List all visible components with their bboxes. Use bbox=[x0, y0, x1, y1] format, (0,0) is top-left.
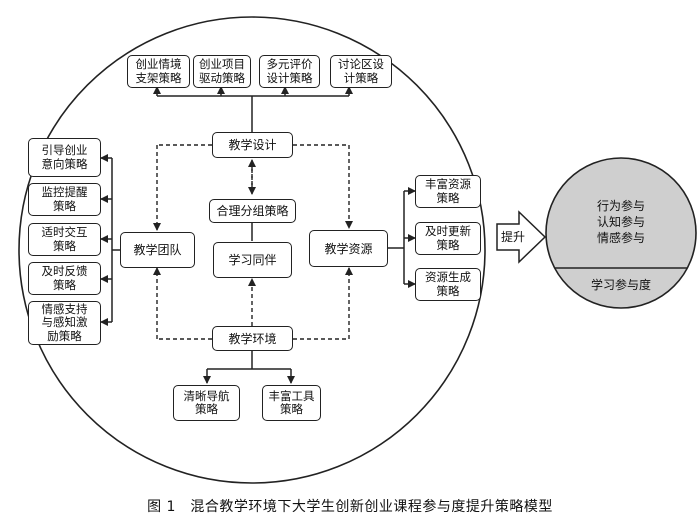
node-teaching-design: 教学设计 bbox=[212, 132, 293, 158]
strategy-timely-interaction: 适时交互 策略 bbox=[28, 223, 101, 256]
strategy-emotional-support: 情感支持 与感知激 励策略 bbox=[28, 301, 101, 345]
strategy-monitor-remind: 监控提醒 策略 bbox=[28, 183, 101, 216]
strategy-discussion-area: 讨论区设 计策略 bbox=[330, 55, 392, 88]
strategy-project-driven: 创业项目 驱动策略 bbox=[193, 55, 251, 88]
strategy-entrepreneurship-context: 创业情境 支架策略 bbox=[127, 55, 190, 88]
node-teaching-environment: 教学环境 bbox=[212, 326, 293, 351]
dashed-connectors bbox=[153, 144, 353, 340]
strategy-multi-evaluation: 多元评价 设计策略 bbox=[259, 55, 320, 88]
environment-to-bottom-connectors bbox=[203, 350, 295, 384]
strategy-timely-feedback: 及时反馈 策略 bbox=[28, 262, 101, 295]
strategy-timely-update: 及时更新 策略 bbox=[415, 222, 481, 255]
node-learning-peer: 学习同伴 bbox=[213, 242, 292, 278]
node-grouping-strategy: 合理分组策略 bbox=[209, 199, 296, 223]
node-teaching-team: 教学团队 bbox=[120, 232, 195, 268]
strategy-resource-generation: 资源生成 策略 bbox=[415, 268, 481, 301]
resource-to-right-connectors bbox=[388, 187, 416, 288]
strategy-clear-navigation: 清晰导航 策略 bbox=[173, 385, 240, 421]
outcome-cognition: 认知参与 bbox=[596, 215, 645, 229]
outer-circle bbox=[18, 16, 486, 484]
strategy-guide-intention: 引导创业 意向策略 bbox=[28, 138, 101, 177]
strategy-rich-tools: 丰富工具 策略 bbox=[262, 385, 321, 421]
outcome-circle bbox=[545, 157, 697, 309]
outcome-engagement: 学习参与度 bbox=[590, 278, 651, 292]
team-to-left-connectors bbox=[100, 154, 120, 326]
figure-caption: 图 1 混合教学环境下大学生创新创业课程参与度提升策略模型 bbox=[147, 499, 553, 515]
node-teaching-resource: 教学资源 bbox=[309, 230, 388, 267]
strategy-rich-resources: 丰富资源 策略 bbox=[415, 175, 481, 208]
outcome-emotion: 情感参与 bbox=[596, 231, 645, 245]
improve-arrow-shape bbox=[496, 210, 547, 264]
improve-arrow-label: 提升 bbox=[500, 230, 525, 244]
design-to-top-connectors bbox=[153, 86, 353, 132]
outcome-behavior: 行为参与 bbox=[596, 199, 645, 213]
